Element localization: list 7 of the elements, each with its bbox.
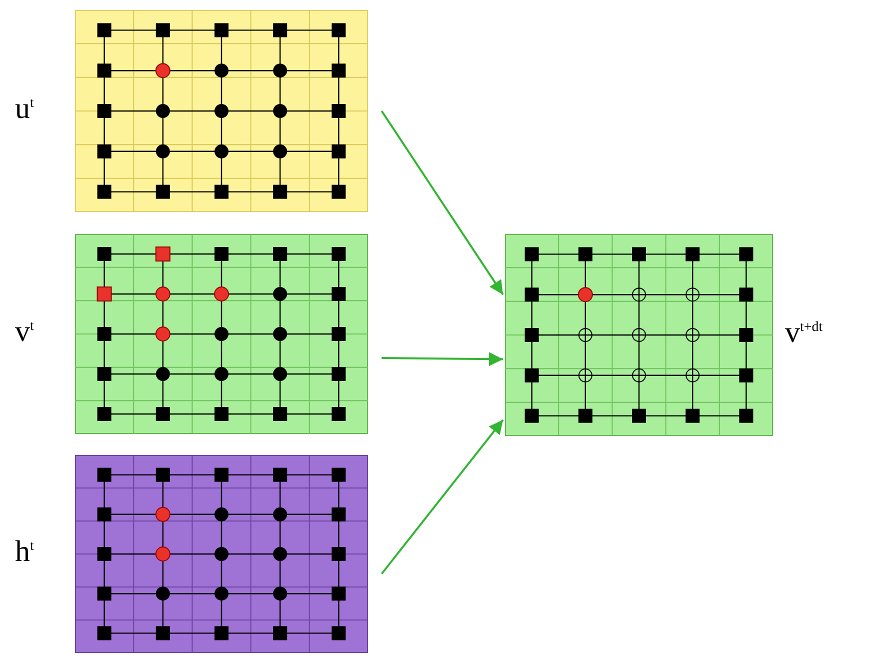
variable-label: h$^{t}$ [15, 534, 34, 569]
arrow [380, 110, 504, 296]
arrow [382, 352, 503, 366]
arrow [380, 419, 504, 574]
variable-label: u$^{t}$ [15, 91, 34, 126]
variable-label: v$^{t}$ [15, 314, 34, 349]
variable-label: v$^{t+dt}$ [785, 315, 823, 350]
